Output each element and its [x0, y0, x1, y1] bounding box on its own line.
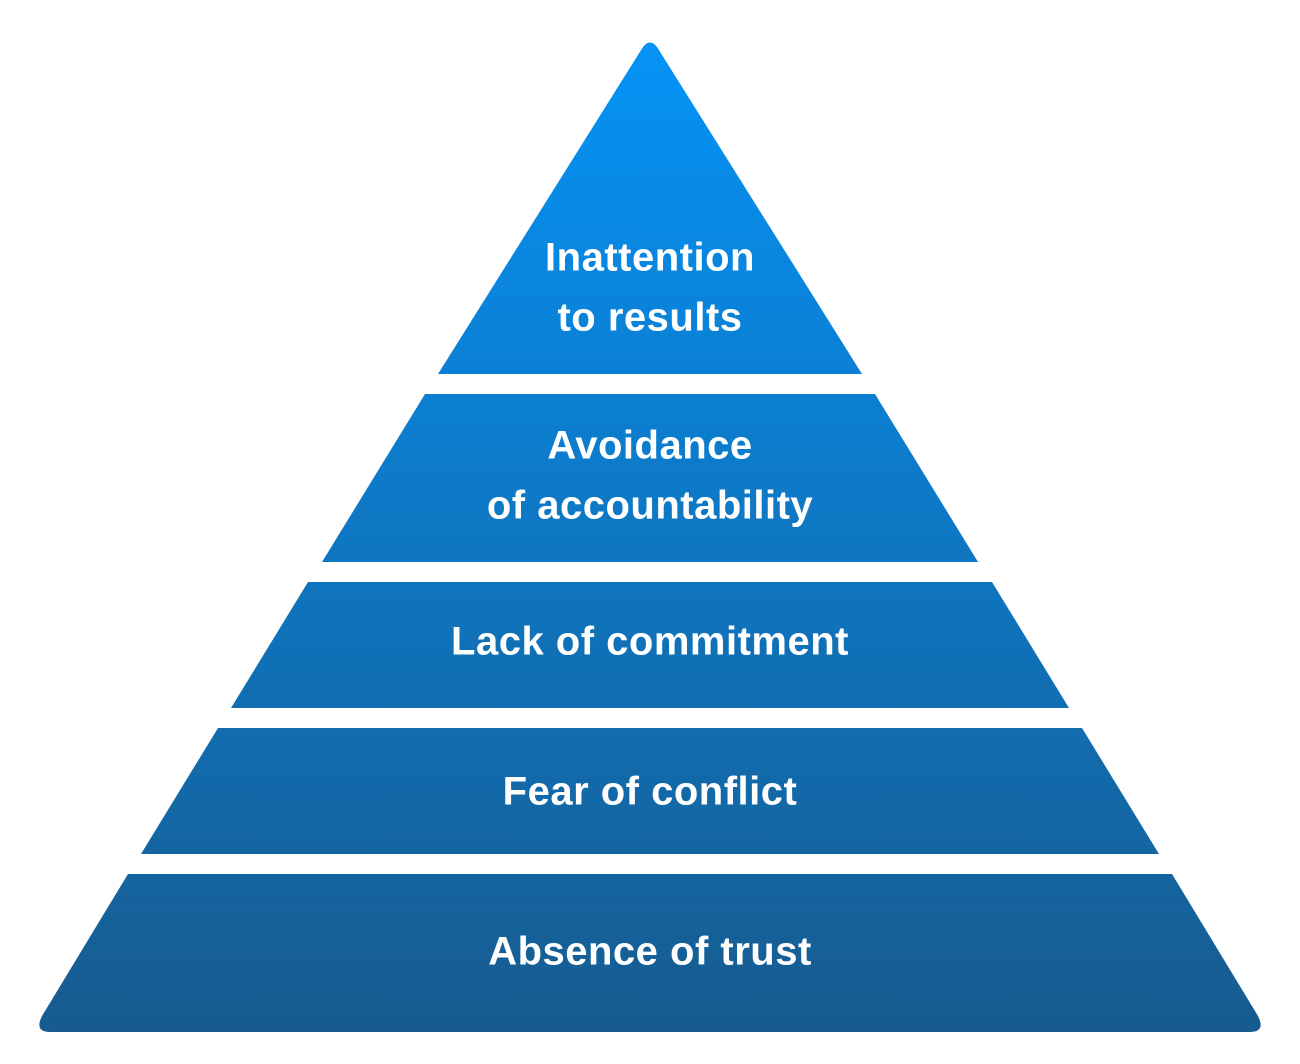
pyramid-tier-2-label-line-2: of accountability [487, 484, 814, 528]
pyramid-tier-1-shape [438, 42, 862, 374]
pyramid-tier-1: Inattention to results [438, 42, 862, 374]
pyramid-tier-5: Absence of trust [39, 874, 1261, 1032]
pyramid-tier-2-shape [322, 394, 978, 562]
pyramid-tier-3: Lack of commitment [231, 582, 1069, 708]
pyramid-tier-5-shape [39, 874, 1261, 1032]
pyramid-tier-2: Avoidance of accountability [322, 394, 978, 562]
pyramid-tier-3-label: Lack of commitment [451, 620, 849, 664]
pyramid-tier-4-shape [141, 728, 1159, 854]
pyramid-tier-5-label: Absence of trust [488, 930, 812, 974]
pyramid-tier-1-label-line-2: to results [557, 296, 742, 340]
pyramid-tier-1-label-line-1: Inattention [545, 236, 755, 280]
pyramid-tier-2-label-line-1: Avoidance [547, 424, 752, 468]
pyramid-tier-4-label: Fear of conflict [503, 770, 798, 814]
pyramid-tier-4: Fear of conflict [141, 728, 1159, 854]
pyramid-tier-3-shape [231, 582, 1069, 708]
